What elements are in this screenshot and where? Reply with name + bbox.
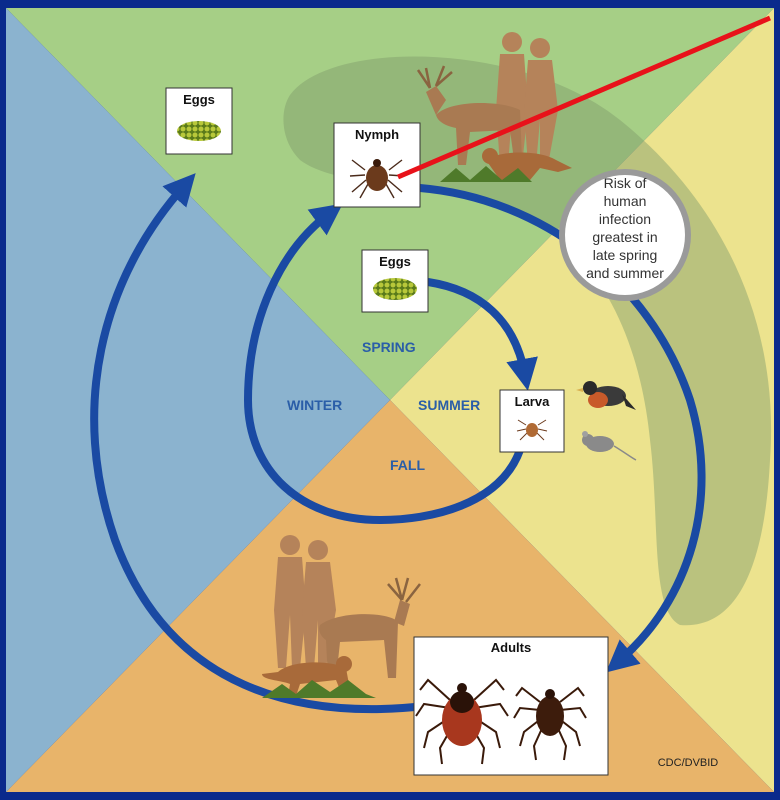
risk-line-3: infection	[599, 211, 651, 227]
cycle-arrow-nymph-to-adults	[419, 184, 706, 673]
cycle-arrow-eggs-to-larva	[427, 278, 538, 391]
adult-male-tick-icon	[513, 686, 587, 761]
eggs-center-label: Eggs	[379, 254, 411, 269]
risk-line-2: human	[604, 193, 647, 209]
eggs-box-center: Eggs	[361, 249, 429, 313]
mouse-icon	[582, 431, 637, 461]
adults-label: Adults	[491, 640, 531, 655]
season-label-winter: WINTER	[287, 397, 342, 413]
eggs-top-label: Eggs	[183, 92, 215, 107]
adults-box: Adults	[413, 636, 609, 776]
season-label-fall: FALL	[390, 457, 425, 473]
egg-cluster-icon	[177, 121, 221, 141]
winter-quadrant	[6, 8, 390, 792]
adult-female-tick-icon	[415, 678, 509, 765]
cycle-arrow-adults-to-eggs	[90, 173, 426, 714]
credit-label: CDC/DVBID	[658, 757, 719, 769]
nymph-label: Nymph	[355, 127, 399, 142]
risk-line-6: and summer	[586, 265, 664, 281]
fox-icon	[482, 148, 572, 180]
season-label-spring: SPRING	[362, 339, 416, 355]
larva-box: Larva	[499, 389, 565, 453]
deer-icon	[319, 577, 421, 680]
cycle-arrow-larva-to-nymph	[243, 203, 524, 525]
risk-callout: Risk of human infection greatest in late…	[559, 169, 691, 301]
nymph-tick-icon	[349, 159, 405, 199]
grass-icon	[262, 680, 376, 698]
risk-line-4: greatest in	[592, 229, 657, 245]
bird-icon	[576, 381, 636, 410]
nymph-box: Nymph	[333, 122, 421, 208]
grass-icon	[440, 166, 532, 182]
risk-line-1: Risk of	[604, 175, 647, 191]
larva-label: Larva	[515, 394, 550, 409]
eggs-box-top: Eggs	[165, 87, 233, 155]
larva-tick-icon	[516, 419, 548, 441]
risk-line-5: late spring	[593, 247, 658, 263]
fox-icon	[262, 656, 352, 696]
egg-cluster-icon	[373, 278, 417, 300]
season-label-summer: SUMMER	[418, 397, 480, 413]
pointer-line	[397, 15, 771, 180]
